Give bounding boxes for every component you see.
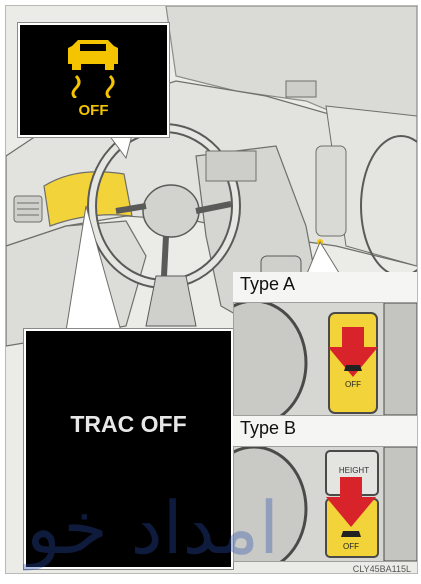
watermark-text: امداد خو <box>26 486 279 570</box>
vehicle-slip-indicator-icon <box>58 38 128 98</box>
type-a-button-text: OFF <box>345 380 361 389</box>
type-a-button-view: OFF <box>233 302 418 416</box>
slip-indicator-panel: OFF <box>18 23 169 137</box>
type-b-label: Type B <box>240 418 296 439</box>
image-code: CLY45BA115L <box>353 564 411 574</box>
type-a-label: Type A <box>240 274 295 295</box>
type-a-switch-illustration: OFF <box>234 303 417 415</box>
type-b-height-text: HEIGHT <box>339 466 369 475</box>
trac-off-label: TRAC OFF <box>26 411 231 438</box>
type-b-button-text: OFF <box>343 542 359 551</box>
illustration-frame: OFF TRAC OFF Type A OFF Type B HEIGHT <box>5 5 418 574</box>
indicator-off-text: OFF <box>20 102 167 119</box>
type-a-panel: Type A OFF <box>233 272 417 414</box>
